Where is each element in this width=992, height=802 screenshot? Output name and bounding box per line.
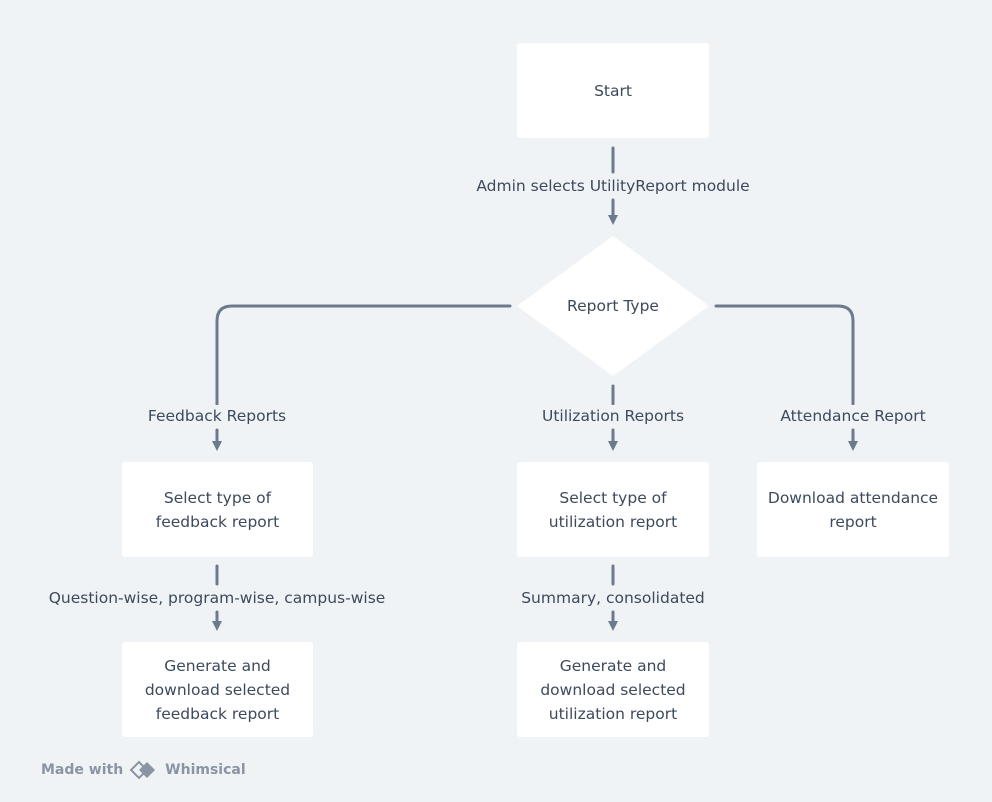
node-select-feedback-label: Select type of feedback report <box>155 488 280 531</box>
edge-label-utilization-options: Summary, consolidated <box>519 587 707 609</box>
decision-diamond <box>517 236 709 376</box>
made-with-label: Made with <box>41 762 124 778</box>
edge-label-attendance-report: Attendance Report <box>778 405 928 427</box>
node-download-attendance[interactable]: Download attendance report <box>757 462 949 557</box>
node-generate-utilization-label: Generate and download selected utilizati… <box>540 656 686 723</box>
edge-label-feedback-options: Question-wise, program-wise, campus-wise <box>46 587 388 609</box>
node-start[interactable]: Start <box>517 43 709 138</box>
node-select-utilization-label: Select type of utilization report <box>548 488 678 531</box>
edge-label-feedback-reports: Feedback Reports <box>145 405 289 427</box>
whimsical-brand-label: Whimsical <box>165 762 246 778</box>
edge-to-attendance <box>714 304 855 406</box>
node-report-type[interactable]: Report Type <box>537 294 689 318</box>
made-with-whimsical-badge[interactable]: Made with Whimsical <box>41 760 246 780</box>
edge-label-admin-selects: Admin selects UtilityReport module <box>474 175 752 197</box>
node-generate-feedback[interactable]: Generate and download selected feedback … <box>122 642 313 737</box>
node-report-type-label: Report Type <box>567 297 659 315</box>
node-start-label: Start <box>594 81 632 100</box>
edge-to-feedback <box>215 304 512 406</box>
node-download-attendance-label: Download attendance report <box>767 488 939 531</box>
node-select-feedback[interactable]: Select type of feedback report <box>122 462 313 557</box>
whimsical-logo-icon <box>129 760 156 780</box>
node-generate-utilization[interactable]: Generate and download selected utilizati… <box>517 642 709 737</box>
edge-label-utilization-reports: Utilization Reports <box>539 405 687 427</box>
node-generate-feedback-label: Generate and download selected feedback … <box>144 656 291 723</box>
node-select-utilization[interactable]: Select type of utilization report <box>517 462 709 557</box>
